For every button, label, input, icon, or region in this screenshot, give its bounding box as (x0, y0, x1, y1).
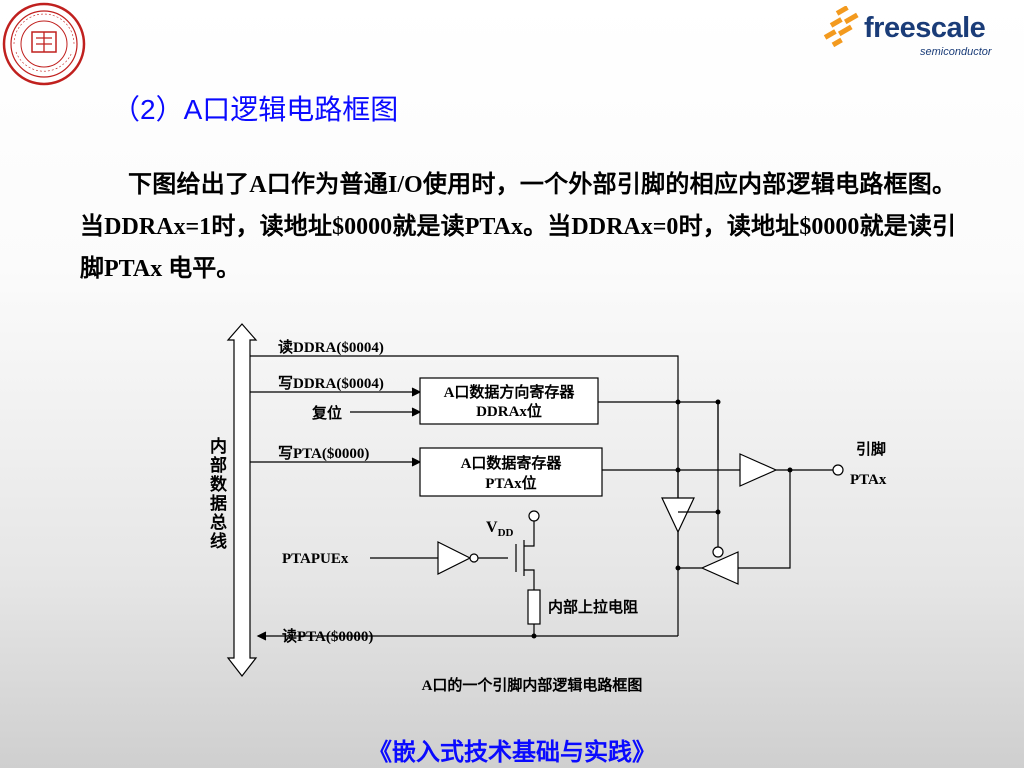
bus-label: 内部数据总线 (210, 436, 228, 551)
reset-label: 复位 (311, 404, 342, 422)
write-pta-label: 写PTA($0000) (278, 445, 369, 462)
brand-subtitle: semiconductor (920, 46, 992, 58)
read-pta-label: 读PTA($0000) (282, 627, 373, 645)
ddr-register-line1: A口数据方向寄存器 (444, 383, 576, 401)
read-ddra-label: 读DDRA($0004) (278, 338, 384, 356)
freescale-logo-icon: freescale semiconductor (820, 2, 992, 64)
pin-label: 引脚 (856, 441, 886, 458)
brand-name: freescale (864, 12, 986, 44)
vdd-label: VDD (486, 519, 514, 539)
circuit-diagram: 内部数据总线 读DDRA($0004) 写DDRA($0004) 复位 写PTA… (210, 323, 887, 694)
data-register-line2: PTAx位 (485, 474, 536, 492)
book-title-footer: 《嵌入式技术基础与实践》 (368, 740, 656, 766)
pullup-resistor-label: 内部上拉电阻 (548, 598, 638, 616)
data-register-line1: A口数据寄存器 (461, 454, 563, 472)
write-ddra-label: 写DDRA($0004) (278, 375, 384, 392)
university-seal-icon (2, 2, 86, 86)
description-paragraph: 下图给出了A口作为普通I/O使用时，一个外部引脚的相应内部逻辑电路框图。当DDR… (80, 172, 956, 282)
diagram-caption: A口的一个引脚内部逻辑电路框图 (422, 676, 643, 694)
pin-name-label: PTAx (850, 472, 887, 488)
section-heading: （2）A口逻辑电路框图 (112, 94, 399, 125)
ddr-register-line2: DDRAx位 (476, 402, 542, 420)
pullup-enable-label: PTAPUEx (282, 551, 349, 567)
